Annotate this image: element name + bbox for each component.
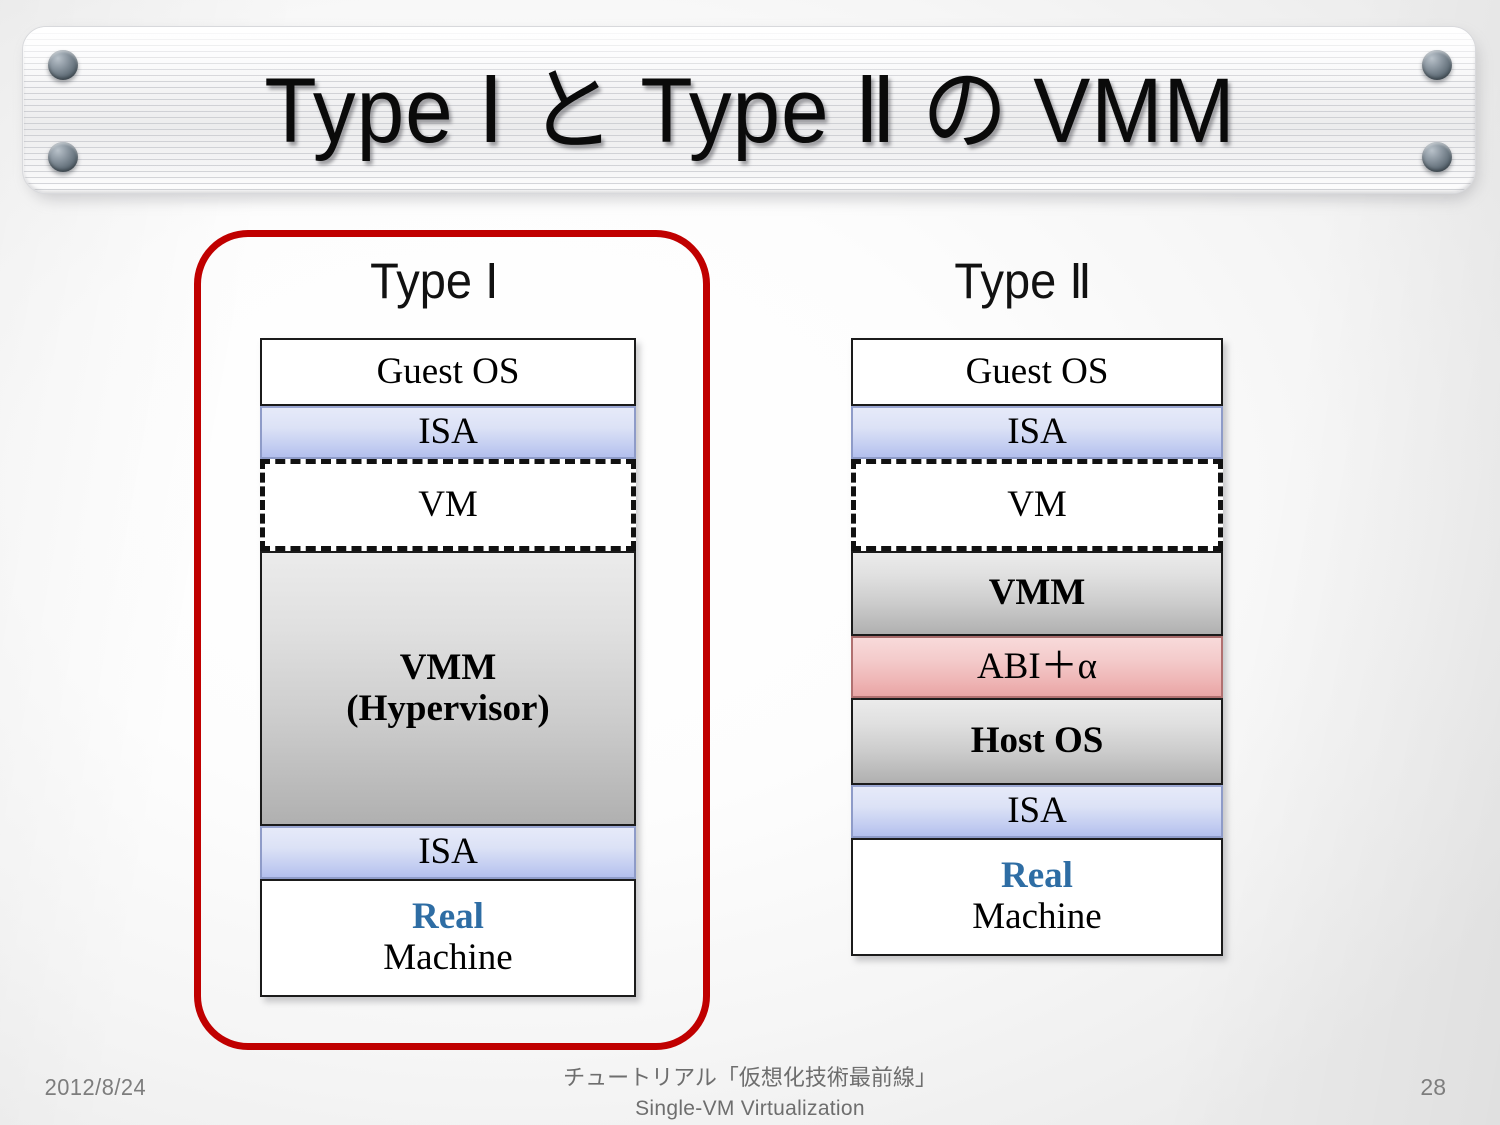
type2-machine-label: Machine xyxy=(972,896,1102,937)
page-number: 28 xyxy=(1420,1074,1446,1100)
column-heading-type2: Type Ⅱ xyxy=(954,252,1091,310)
type2-row-isa: ISA xyxy=(851,406,1223,459)
rivet-icon-bottom-left xyxy=(48,142,78,172)
type2-real-label: Real xyxy=(1001,855,1073,897)
type2-row-label: Guest OS xyxy=(965,350,1109,392)
footer-subtitle: Single-VM Virtualization xyxy=(635,1096,865,1120)
type1-machine-label: Machine xyxy=(383,937,513,978)
type2-row-guest-os: Guest OS xyxy=(851,338,1223,406)
type1-row-isa: ISA xyxy=(260,826,636,879)
type1-row-label: VM xyxy=(418,483,478,525)
rivet-icon-top-left xyxy=(48,50,78,80)
column-heading-type1-prefix: Type xyxy=(370,253,472,309)
column-heading-type2-prefix: Type xyxy=(954,253,1057,309)
type1-row-vmm: VMM(Hypervisor) xyxy=(260,551,636,826)
column-heading-type2-numeral: Ⅱ xyxy=(1069,256,1092,309)
footer-tutorial-title: チュートリアル「仮想化技術最前線」 xyxy=(563,1065,937,1090)
type2-row-label: VM xyxy=(1007,483,1067,525)
type1-row-vm: VM xyxy=(260,459,636,551)
type2-row-host-os: Host OS xyxy=(851,698,1223,785)
slide-title: Type Ⅰ と Type Ⅱ の VMM xyxy=(264,60,1236,162)
type1-row-isa: ISA xyxy=(260,406,636,459)
type1-row-label: Guest OS xyxy=(376,350,520,392)
type2-row-abi: ABI＋α xyxy=(851,636,1223,698)
rivet-icon-top-right xyxy=(1422,50,1452,80)
type1-row-label: ISA xyxy=(418,831,478,873)
type2-row-label: ABI＋α xyxy=(976,645,1098,687)
title-plaque: Type Ⅰ と Type Ⅱ の VMM xyxy=(22,26,1478,200)
type2-row-vmm: VMM xyxy=(851,551,1223,636)
footer-center: チュートリアル「仮想化技術最前線」 Single-VM Virtualizati… xyxy=(0,1062,1500,1124)
type1-vmm-label: VMM xyxy=(399,646,497,688)
type2-row-label: ISA xyxy=(1007,411,1067,453)
type1-hypervisor-label: (Hypervisor) xyxy=(346,687,550,729)
type2-row-label: Host OS xyxy=(970,720,1104,762)
type1-real-label: Real xyxy=(412,896,484,938)
type1-vmm-label-group: VMM(Hypervisor) xyxy=(346,646,550,729)
type2-row-vm: VM xyxy=(851,459,1223,551)
type1-row-guest-os: Guest OS xyxy=(260,338,636,406)
type2-row-label: ISA xyxy=(1007,790,1067,832)
type1-highlight-box xyxy=(194,230,710,1050)
column-heading-type1: Type Ⅰ xyxy=(370,252,498,310)
footer-date: 2012/8/24 xyxy=(44,1074,147,1100)
type2-row-label: VMM xyxy=(988,572,1086,614)
column-heading-type1-numeral: Ⅰ xyxy=(485,256,499,309)
type1-row-label: ISA xyxy=(418,411,478,453)
rivet-icon-bottom-right xyxy=(1422,142,1452,172)
type2-row-isa: ISA xyxy=(851,785,1223,838)
